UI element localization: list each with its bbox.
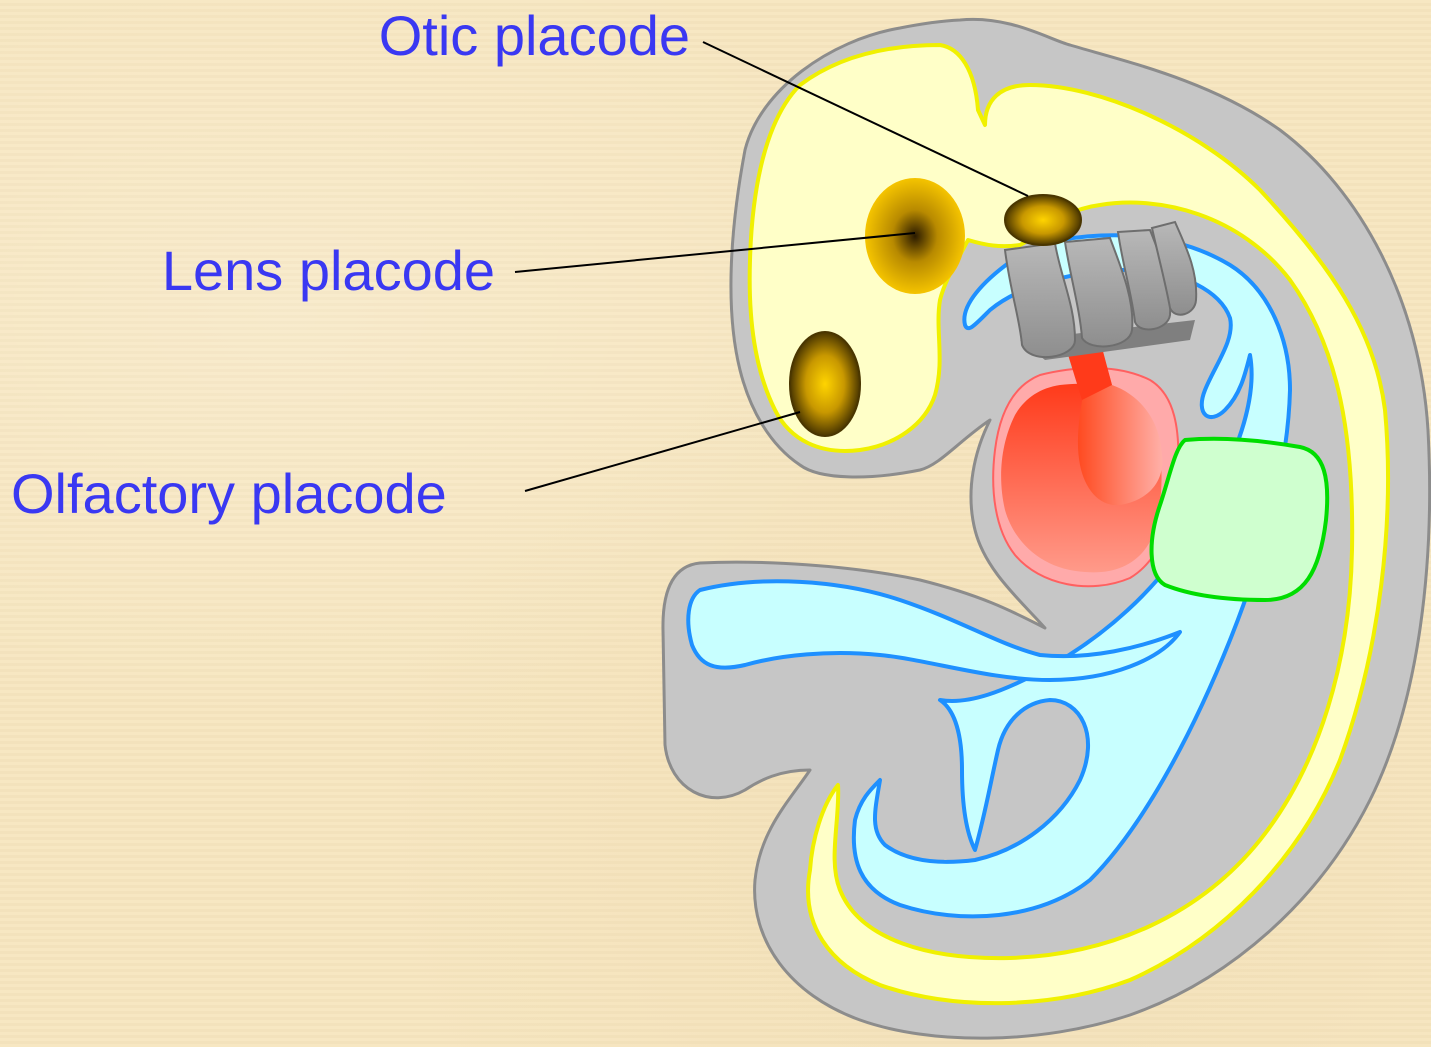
liver-bud bbox=[1152, 439, 1328, 600]
olfactory-placode bbox=[790, 332, 860, 436]
otic-placode-label: Otic placode bbox=[379, 8, 690, 64]
lens-placode-label: Lens placode bbox=[162, 243, 495, 299]
olfactory-placode-label: Olfactory placode bbox=[11, 466, 447, 522]
otic-placode bbox=[1005, 195, 1081, 245]
olfactory-leader-line bbox=[525, 412, 800, 491]
